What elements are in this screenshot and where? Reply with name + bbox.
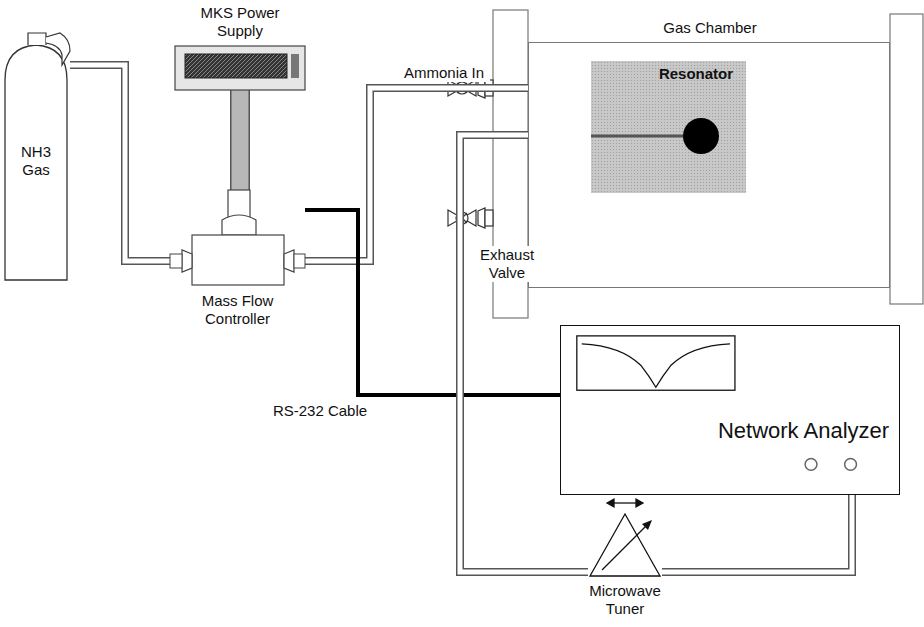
chamber-flange bbox=[890, 14, 923, 304]
network-analyzer-shape bbox=[561, 326, 899, 494]
network-analyzer: Network Analyzer bbox=[560, 325, 900, 495]
tuner-slide-arrow bbox=[607, 499, 643, 507]
connector-line bbox=[305, 210, 560, 395]
microwave-tuner-shape bbox=[588, 512, 662, 578]
connector-line bbox=[70, 65, 170, 261]
connector-line bbox=[305, 88, 528, 261]
power-supply-shape bbox=[175, 46, 305, 90]
node-label: MKS Power Supply bbox=[183, 4, 297, 40]
connector bbox=[305, 210, 560, 395]
connector bbox=[240, 90, 241, 190]
edge-label: RS-232 Cable bbox=[268, 402, 372, 420]
connector-line bbox=[232, 90, 249, 190]
node-label: Resonator bbox=[651, 65, 741, 83]
connector-line bbox=[230, 90, 250, 190]
edge-label: Ammonia In bbox=[398, 64, 490, 82]
node-label: Microwave Tuner bbox=[578, 582, 672, 618]
connector-line bbox=[662, 495, 852, 572]
node-label: NH3 Gas bbox=[6, 143, 66, 179]
gas-cylinder: NH3 Gas bbox=[2, 25, 70, 280]
gas-chamber: Gas ChamberResonator bbox=[528, 42, 890, 288]
microwave-tuner: Microwave Tuner bbox=[588, 512, 662, 578]
exhaust-valve bbox=[448, 208, 493, 228]
connector-line bbox=[662, 495, 852, 572]
node-label: Network Analyzer bbox=[711, 418, 896, 444]
part-label: Exhaust Valve bbox=[470, 246, 544, 282]
power-supply: MKS Power Supply bbox=[175, 46, 305, 90]
connector-line bbox=[305, 88, 528, 261]
connector bbox=[305, 88, 528, 261]
connector-line bbox=[70, 65, 170, 261]
mass-flow-controller-shape bbox=[170, 190, 305, 288]
resonator: Resonator bbox=[591, 61, 746, 193]
node-label: Mass Flow Controller bbox=[186, 292, 290, 328]
node-label: Gas Chamber bbox=[638, 19, 782, 37]
connector bbox=[70, 65, 170, 261]
mass-flow-controller: Mass Flow Controller bbox=[170, 190, 305, 288]
connector bbox=[662, 495, 852, 572]
